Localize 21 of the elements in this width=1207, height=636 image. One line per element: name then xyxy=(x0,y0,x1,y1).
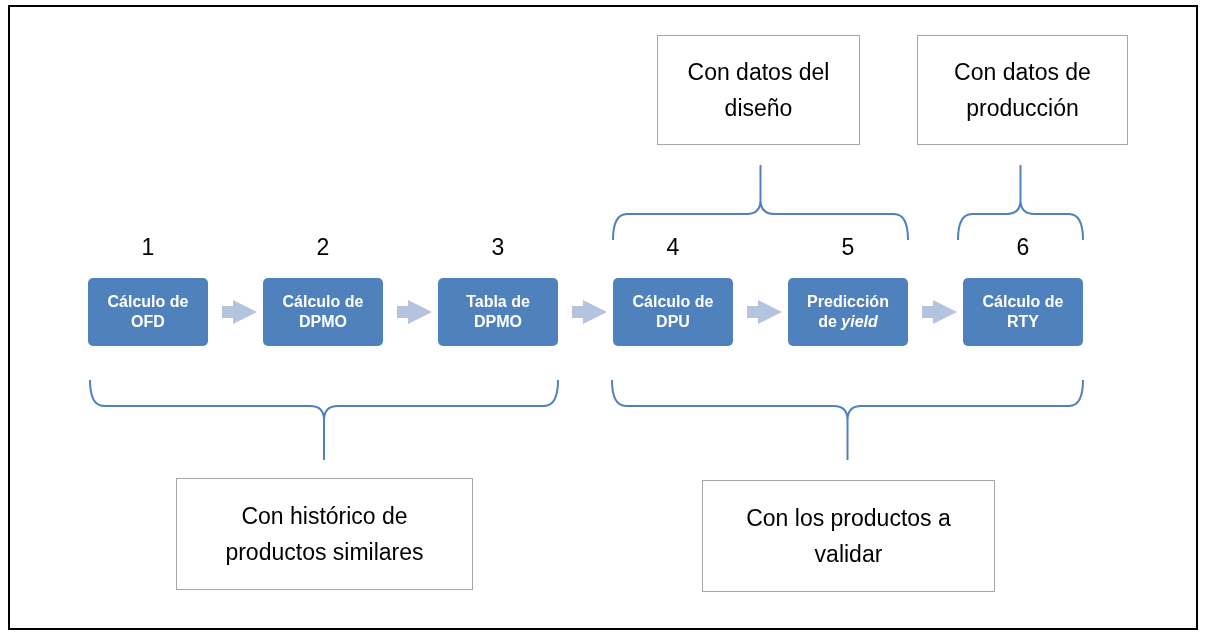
process-box: Tabla de DPMO xyxy=(438,278,558,346)
step-number: 1 xyxy=(140,234,156,261)
note-box: Con los productos a validar xyxy=(702,480,995,592)
arrow xyxy=(747,300,782,324)
arrow xyxy=(572,300,607,324)
process-box: Cálculo de DPMO xyxy=(263,278,383,346)
arrow xyxy=(922,300,957,324)
note-box: Con datos del diseño xyxy=(657,35,860,145)
step-number: 4 xyxy=(665,234,681,261)
step-number: 2 xyxy=(315,234,331,261)
step-number: 5 xyxy=(840,234,856,261)
note-box: Con histórico de productos similares xyxy=(176,478,473,590)
step-number: 3 xyxy=(490,234,506,261)
arrow xyxy=(397,300,432,324)
step-number: 6 xyxy=(1015,234,1031,261)
note-box: Con datos de producción xyxy=(917,35,1128,145)
process-box: Predicción de yield xyxy=(788,278,908,346)
process-box: Cálculo de RTY xyxy=(963,278,1083,346)
process-box: Cálculo de DPU xyxy=(613,278,733,346)
arrow xyxy=(222,300,257,324)
process-box: Cálculo de OFD xyxy=(88,278,208,346)
